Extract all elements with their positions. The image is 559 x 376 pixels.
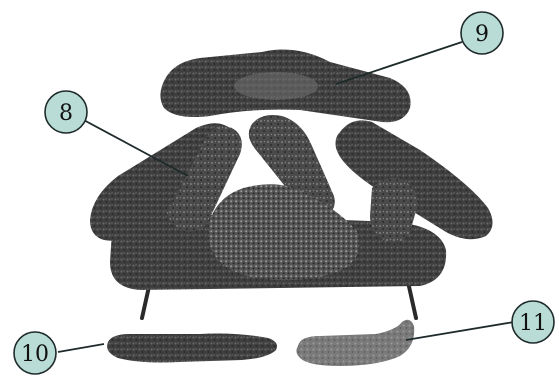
callout-11: 11: [512, 301, 554, 343]
callout-8-label: 8: [59, 101, 73, 126]
ember-bed: [208, 184, 359, 280]
part-10-ember: [107, 334, 277, 363]
callout-8: 8: [45, 91, 87, 133]
callout-10: 10: [14, 332, 56, 374]
callout-10-label: 10: [21, 342, 49, 367]
log-9-highlight: [234, 72, 318, 100]
part-11-ember: [296, 320, 414, 366]
leader-11: [406, 322, 514, 340]
leader-10: [58, 344, 104, 352]
leader-9: [336, 42, 462, 84]
callout-9-label: 9: [475, 22, 489, 47]
callout-9: 9: [461, 12, 503, 54]
callout-11-label: 11: [519, 311, 547, 336]
